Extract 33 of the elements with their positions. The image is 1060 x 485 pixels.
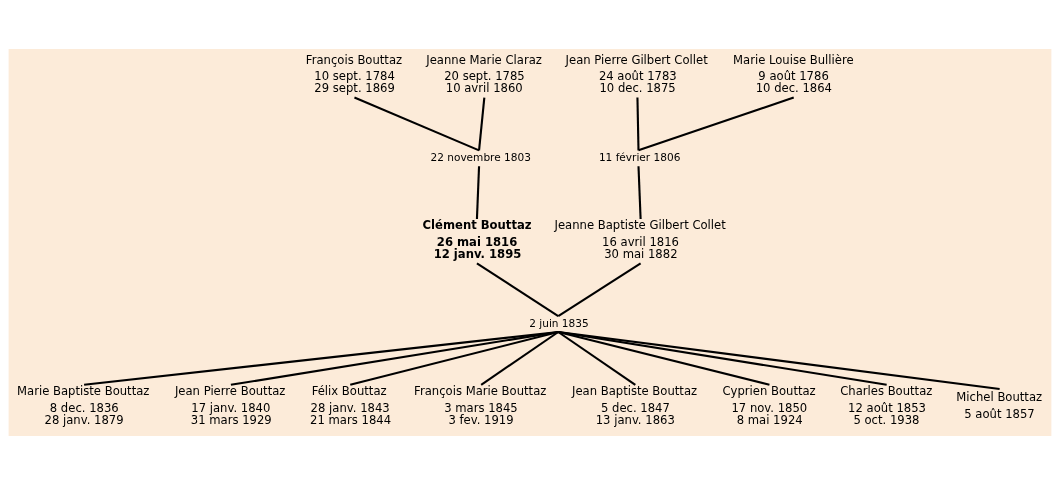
- node-text: 22 novembre 1803: [430, 150, 531, 163]
- node-text: Jeanne Marie Claraz 20 sept. 1785 10 avril 1860: [426, 52, 542, 96]
- connector: [636, 97, 640, 151]
- node-text: 2 juin 1835: [529, 316, 589, 329]
- connector: [354, 96, 480, 152]
- connector: [557, 331, 636, 386]
- connector: [638, 96, 795, 152]
- node-text: Marie Louise Bullière 9 août 1786 10 dec. 1864: [733, 52, 854, 96]
- connector: [480, 331, 559, 386]
- node-text: Marie Baptiste Bouttaz 8 dec. 1836 28 janv. 1879: [17, 384, 150, 427]
- node-text: François Marie Bouttaz 3 mars 1845 3 fev. 1919: [414, 384, 547, 427]
- connector: [557, 262, 642, 318]
- connector: [84, 330, 559, 386]
- node-text: Michel Bouttaz 5 août 1857: [956, 389, 1043, 421]
- node-text: François Bouttaz 10 sept. 1784 29 sept. 1869: [305, 52, 403, 96]
- node-text: Félix Bouttaz 28 janv. 1843 21 mars 1844: [310, 384, 392, 427]
- connector: [349, 330, 559, 386]
- node-text: 11 février 1806: [598, 150, 681, 163]
- connector: [475, 166, 481, 220]
- node-text: Clément Bouttaz 26 mai 1816 12 janv. 1895: [422, 218, 532, 261]
- connector: [476, 262, 559, 318]
- connector: [558, 330, 1000, 391]
- connector: [558, 330, 770, 386]
- node-text: Charles Bouttaz 12 août 1853 5 oct. 1938: [840, 384, 933, 427]
- node-text: Jean Pierre Bouttaz 17 janv. 1840 31 mars 1929: [174, 384, 286, 427]
- connector: [230, 330, 559, 386]
- node-text: Jean Baptiste Bouttaz 5 dec. 1847 13 janv. 1863: [571, 384, 698, 427]
- node-text: Jeanne Baptiste Gilbert Collet 16 avril 1816 30 mai 1882: [554, 218, 726, 261]
- connector: [478, 97, 486, 151]
- node-text: Jean Pierre Gilbert Collet 24 août 1783 10 dec. 1875: [565, 52, 708, 96]
- node-text: Cyprien Bouttaz 17 nov. 1850 8 mai 1924: [722, 384, 816, 427]
- connector: [637, 166, 642, 220]
- connector: [558, 330, 887, 386]
